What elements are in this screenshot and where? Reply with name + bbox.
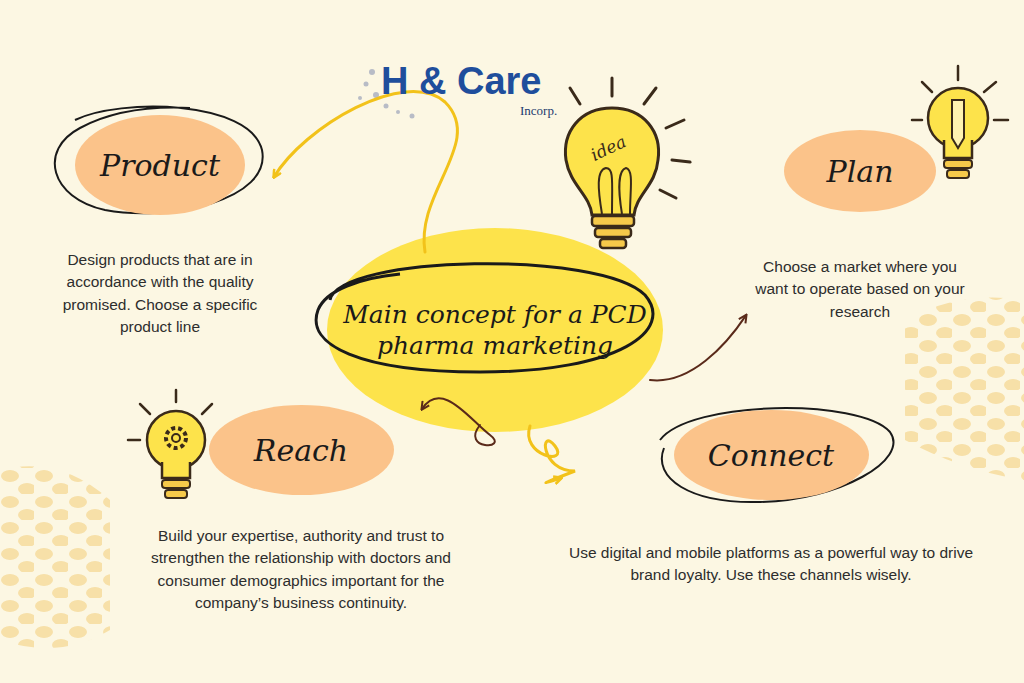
- center-blob: [327, 228, 663, 432]
- logo-sub: Incorp.: [520, 103, 557, 119]
- hand-outline: [660, 408, 893, 502]
- concept-body: Choose a market where you want to operat…: [750, 256, 970, 323]
- concept-node: ReachBuild your expertise, authority and…: [125, 405, 477, 615]
- concept-node: PlanChoose a market where you want to op…: [750, 130, 970, 323]
- concept-body: Build your expertise, authority and trus…: [125, 525, 477, 615]
- concept-heading: Connect: [674, 410, 869, 500]
- center-title: Main concept for a PCD pharma marketing: [340, 299, 650, 362]
- logo-name: H & Care: [381, 60, 542, 103]
- concept-node: ConnectUse digital and mobile platforms …: [565, 410, 977, 587]
- hand-outline: [316, 264, 653, 372]
- concept-heading: Product: [75, 115, 245, 215]
- curly-arrow: [422, 398, 495, 445]
- curly-arrow: [529, 426, 575, 483]
- dot-field: [0, 466, 110, 648]
- curly-arrow: [274, 92, 457, 252]
- gear-bulb: [128, 390, 212, 498]
- center-node: Main concept for a PCD pharma marketing: [330, 230, 660, 430]
- concept-node: ProductDesign products that are in accor…: [50, 115, 270, 339]
- concept-body: Use digital and mobile platforms as a po…: [565, 542, 977, 587]
- concept-body: Design products that are in accordance w…: [50, 249, 270, 339]
- dot-field: [905, 298, 1024, 481]
- curly-arrow: [650, 315, 746, 380]
- concept-heading: Reach: [209, 405, 394, 495]
- idea-bulb: [565, 78, 690, 248]
- concept-heading: Plan: [784, 130, 936, 212]
